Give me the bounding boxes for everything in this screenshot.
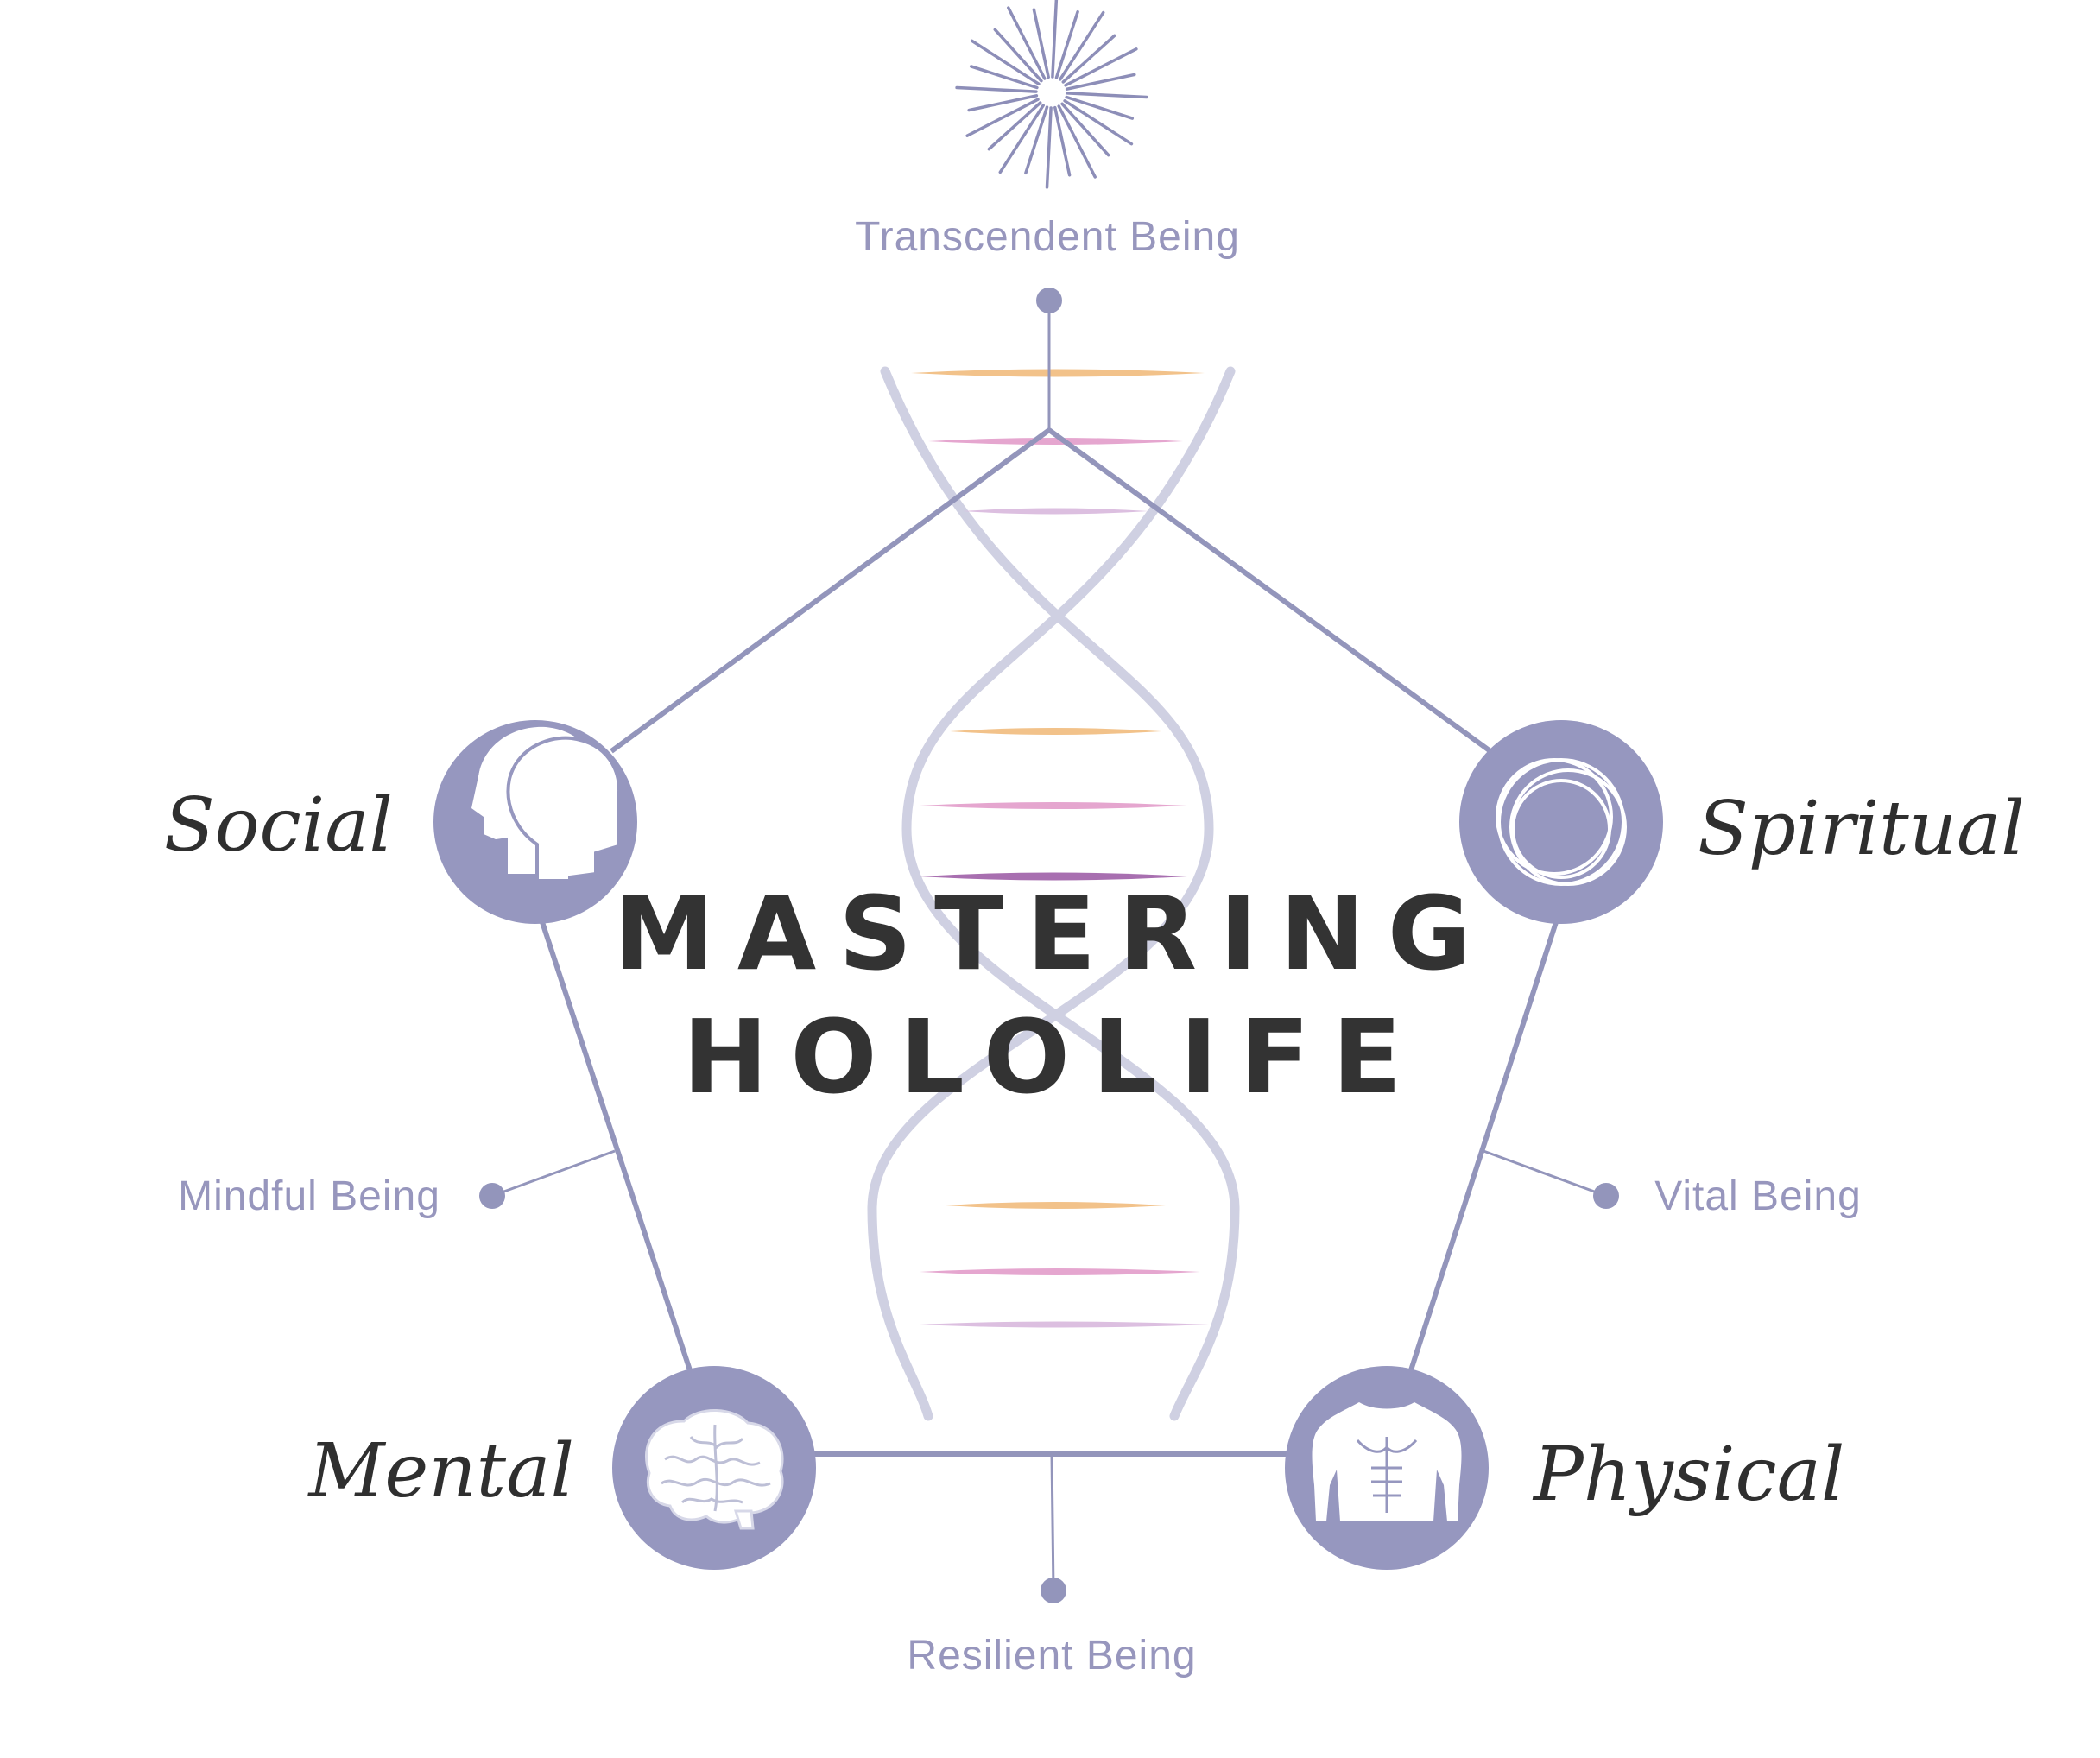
brain-folds <box>661 1424 771 1512</box>
sunburst-ray <box>1007 6 1047 80</box>
rung-light-bottom <box>920 1321 1209 1328</box>
title-line-1: MASTERING <box>613 874 1493 993</box>
torso-icon <box>1312 1402 1462 1521</box>
face-profile <box>471 768 508 839</box>
mindful-dot <box>479 1183 505 1209</box>
two-heads-icon <box>471 726 621 882</box>
sunburst-ray <box>1054 9 1079 79</box>
spoke-resilient <box>1050 1453 1055 1591</box>
rung-orange-top <box>911 369 1205 377</box>
social-label: Social <box>164 782 393 869</box>
resilient-dot <box>1041 1578 1066 1603</box>
helix-rungs <box>911 369 1209 1328</box>
mindful-being-label: Mindful Being <box>178 1173 440 1219</box>
sunburst-ray <box>987 101 1042 151</box>
sunburst-ray <box>1059 10 1105 81</box>
frame-edge-apex-spiritual <box>1047 427 1492 754</box>
transcendent-being-label: Transcendent Being <box>855 214 1240 260</box>
helix-strand-right <box>901 366 1240 1421</box>
being-spokes <box>479 288 1619 1603</box>
sunburst-ray <box>1061 34 1116 84</box>
sunburst-ray <box>1057 104 1097 179</box>
sunburst-ray <box>1053 105 1072 177</box>
title-line-2: HOLOLIFE <box>683 997 1425 1116</box>
sunburst-ray <box>1045 106 1053 189</box>
rung-orange-bottom <box>946 1202 1166 1209</box>
sunburst-ray <box>993 28 1043 83</box>
rung-orange-middle <box>950 728 1161 735</box>
sunburst-ray <box>1065 95 1135 120</box>
spiritual-label: Spiritual <box>1698 786 2025 872</box>
sunburst-ray <box>965 98 1040 137</box>
vital-dot <box>1593 1183 1619 1209</box>
sunburst-ray <box>970 39 1041 85</box>
frame-edge-social-mental <box>539 919 693 1374</box>
rung-pink-bottom <box>920 1268 1200 1275</box>
overlapping-circles-icon <box>1496 758 1627 886</box>
frame-edge-social-apex <box>610 427 1051 754</box>
torso-muscles <box>1356 1437 1418 1513</box>
ring-3 <box>1509 768 1627 886</box>
sunburst-ray <box>1064 47 1138 87</box>
frame-edge-spiritual-physical <box>1407 919 1559 1374</box>
sunburst-ray <box>955 85 1038 93</box>
spiritual-node-disc <box>1459 720 1663 924</box>
sunburst-ray <box>998 104 1045 174</box>
physical-node[interactable]: Physical <box>1285 1366 1844 1570</box>
ring-2 <box>1496 758 1613 876</box>
dna-helix <box>867 366 1240 1421</box>
rung-pink-top <box>928 438 1183 445</box>
sunburst-ray <box>1063 99 1134 146</box>
sunburst-ray <box>1065 73 1136 91</box>
brain-stem <box>733 1509 755 1530</box>
spoke-mindful <box>491 1149 616 1198</box>
sunburst-ray <box>967 94 1039 112</box>
spoke-vital <box>1483 1149 1607 1198</box>
ring-4 <box>1511 779 1611 879</box>
sunburst-ray <box>1024 105 1049 175</box>
mental-node[interactable]: Mental <box>307 1366 816 1570</box>
transcendent-dot <box>1036 288 1062 313</box>
head-front <box>506 736 621 882</box>
sunburst-ray <box>1060 102 1110 157</box>
sunburst-ray <box>969 65 1039 90</box>
pentagon-frame <box>539 427 1559 1457</box>
brain-shape <box>645 1409 784 1524</box>
rung-light-top <box>963 508 1148 515</box>
physical-label: Physical <box>1532 1432 1844 1518</box>
rung-purple-middle <box>920 872 1187 881</box>
vital-being-label: Vital Being <box>1654 1173 1862 1219</box>
rung-pink-middle <box>920 802 1187 809</box>
social-node[interactable]: Social <box>164 720 637 924</box>
spiritual-node[interactable]: Spiritual <box>1459 720 2025 924</box>
brain-icon <box>645 1409 784 1530</box>
sunburst-ray <box>1032 8 1050 79</box>
sunburst-icon <box>955 0 1148 189</box>
sunburst-ray <box>1051 0 1059 79</box>
sunburst-ray <box>1066 92 1148 99</box>
resilient-being-label: Resilient Being <box>907 1633 1196 1679</box>
mental-label: Mental <box>307 1428 574 1515</box>
